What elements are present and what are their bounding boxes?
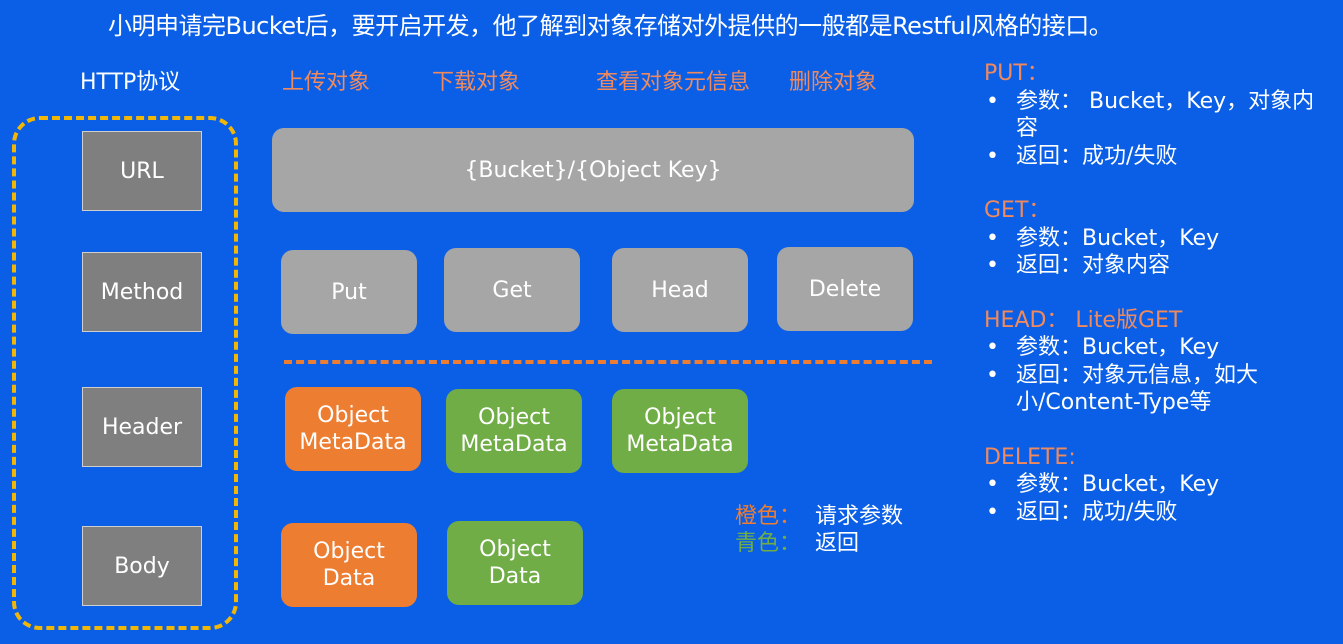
api-item-delete-params: 参数：Bucket，Key xyxy=(984,471,1334,499)
legend-green-value: 返回 xyxy=(815,531,860,556)
header-body-divider xyxy=(284,360,932,364)
response-metadata-get-line2: MetaData xyxy=(460,432,568,457)
method-put-box: Put xyxy=(281,250,417,334)
protocol-header-box: Header xyxy=(82,387,202,467)
response-metadata-get-line1: Object xyxy=(478,405,550,430)
api-item-delete-return: 返回：成功/失败 xyxy=(984,499,1334,527)
request-data-line2: Data xyxy=(322,566,376,591)
operation-download-label: 下载对象 xyxy=(432,70,521,95)
legend-orange-key: 橙色： xyxy=(735,504,802,529)
operation-head-label: 查看对象元信息 xyxy=(596,70,751,95)
api-item-get-return: 返回：对象内容 xyxy=(984,252,1334,280)
legend-response: 青色： 返回 xyxy=(735,525,859,557)
page-title: 小明申请完Bucket后，要开启开发，他了解到对象存储对外提供的一般都是Rest… xyxy=(108,12,1113,40)
operation-delete-label: 删除对象 xyxy=(789,70,878,95)
response-metadata-head-line1: Object xyxy=(644,405,716,430)
http-protocol-label: HTTP协议 xyxy=(80,70,181,95)
http-protocol-group xyxy=(12,116,238,630)
api-info-panel: PUT： 参数： Bucket，Key，对象内容 返回：成功/失败 GET： 参… xyxy=(984,60,1334,553)
url-template-bar: {Bucket}/{Object Key} xyxy=(272,128,914,212)
api-item-head-params: 参数：Bucket，Key xyxy=(984,334,1334,362)
protocol-method-box: Method xyxy=(82,252,202,332)
request-metadata-line2: MetaData xyxy=(299,430,407,455)
api-section-get: GET： 参数：Bucket，Key 返回：对象内容 xyxy=(984,197,1334,280)
legend-orange-value: 请求参数 xyxy=(815,504,904,529)
api-item-get-params: 参数：Bucket，Key xyxy=(984,225,1334,253)
response-data-line2: Data xyxy=(488,564,542,589)
api-heading-put: PUT： xyxy=(984,61,1049,86)
request-data-line1: Object xyxy=(313,539,385,564)
response-data-line1: Object xyxy=(479,537,551,562)
protocol-body-box: Body xyxy=(82,526,202,606)
api-heading-head: HEAD： Lite版GET xyxy=(984,307,1183,333)
method-head-box: Head xyxy=(612,248,748,332)
protocol-url-box: URL xyxy=(82,131,202,211)
legend-request: 橙色： 请求参数 xyxy=(735,498,903,530)
method-delete-box: Delete xyxy=(777,247,913,331)
api-heading-delete: DELETE: xyxy=(984,444,1076,470)
api-heading-get: GET： xyxy=(984,198,1051,223)
api-item-put-params: 参数： Bucket，Key，对象内容 xyxy=(984,88,1334,143)
operation-upload-label: 上传对象 xyxy=(282,70,371,95)
response-metadata-head-line2: MetaData xyxy=(626,432,734,457)
method-get-box: Get xyxy=(444,248,580,332)
api-item-put-return: 返回：成功/失败 xyxy=(984,143,1334,171)
request-metadata-line1: Object xyxy=(317,403,389,428)
legend-green-key: 青色： xyxy=(735,531,802,556)
api-item-head-return: 返回：对象元信息，如大小/Content-Type等 xyxy=(984,362,1334,417)
api-section-put: PUT： 参数： Bucket，Key，对象内容 返回：成功/失败 xyxy=(984,60,1334,170)
api-section-head: HEAD： Lite版GET 参数：Bucket，Key 返回：对象元信息，如大… xyxy=(984,307,1334,417)
api-section-delete: DELETE: 参数：Bucket，Key 返回：成功/失败 xyxy=(984,444,1334,527)
